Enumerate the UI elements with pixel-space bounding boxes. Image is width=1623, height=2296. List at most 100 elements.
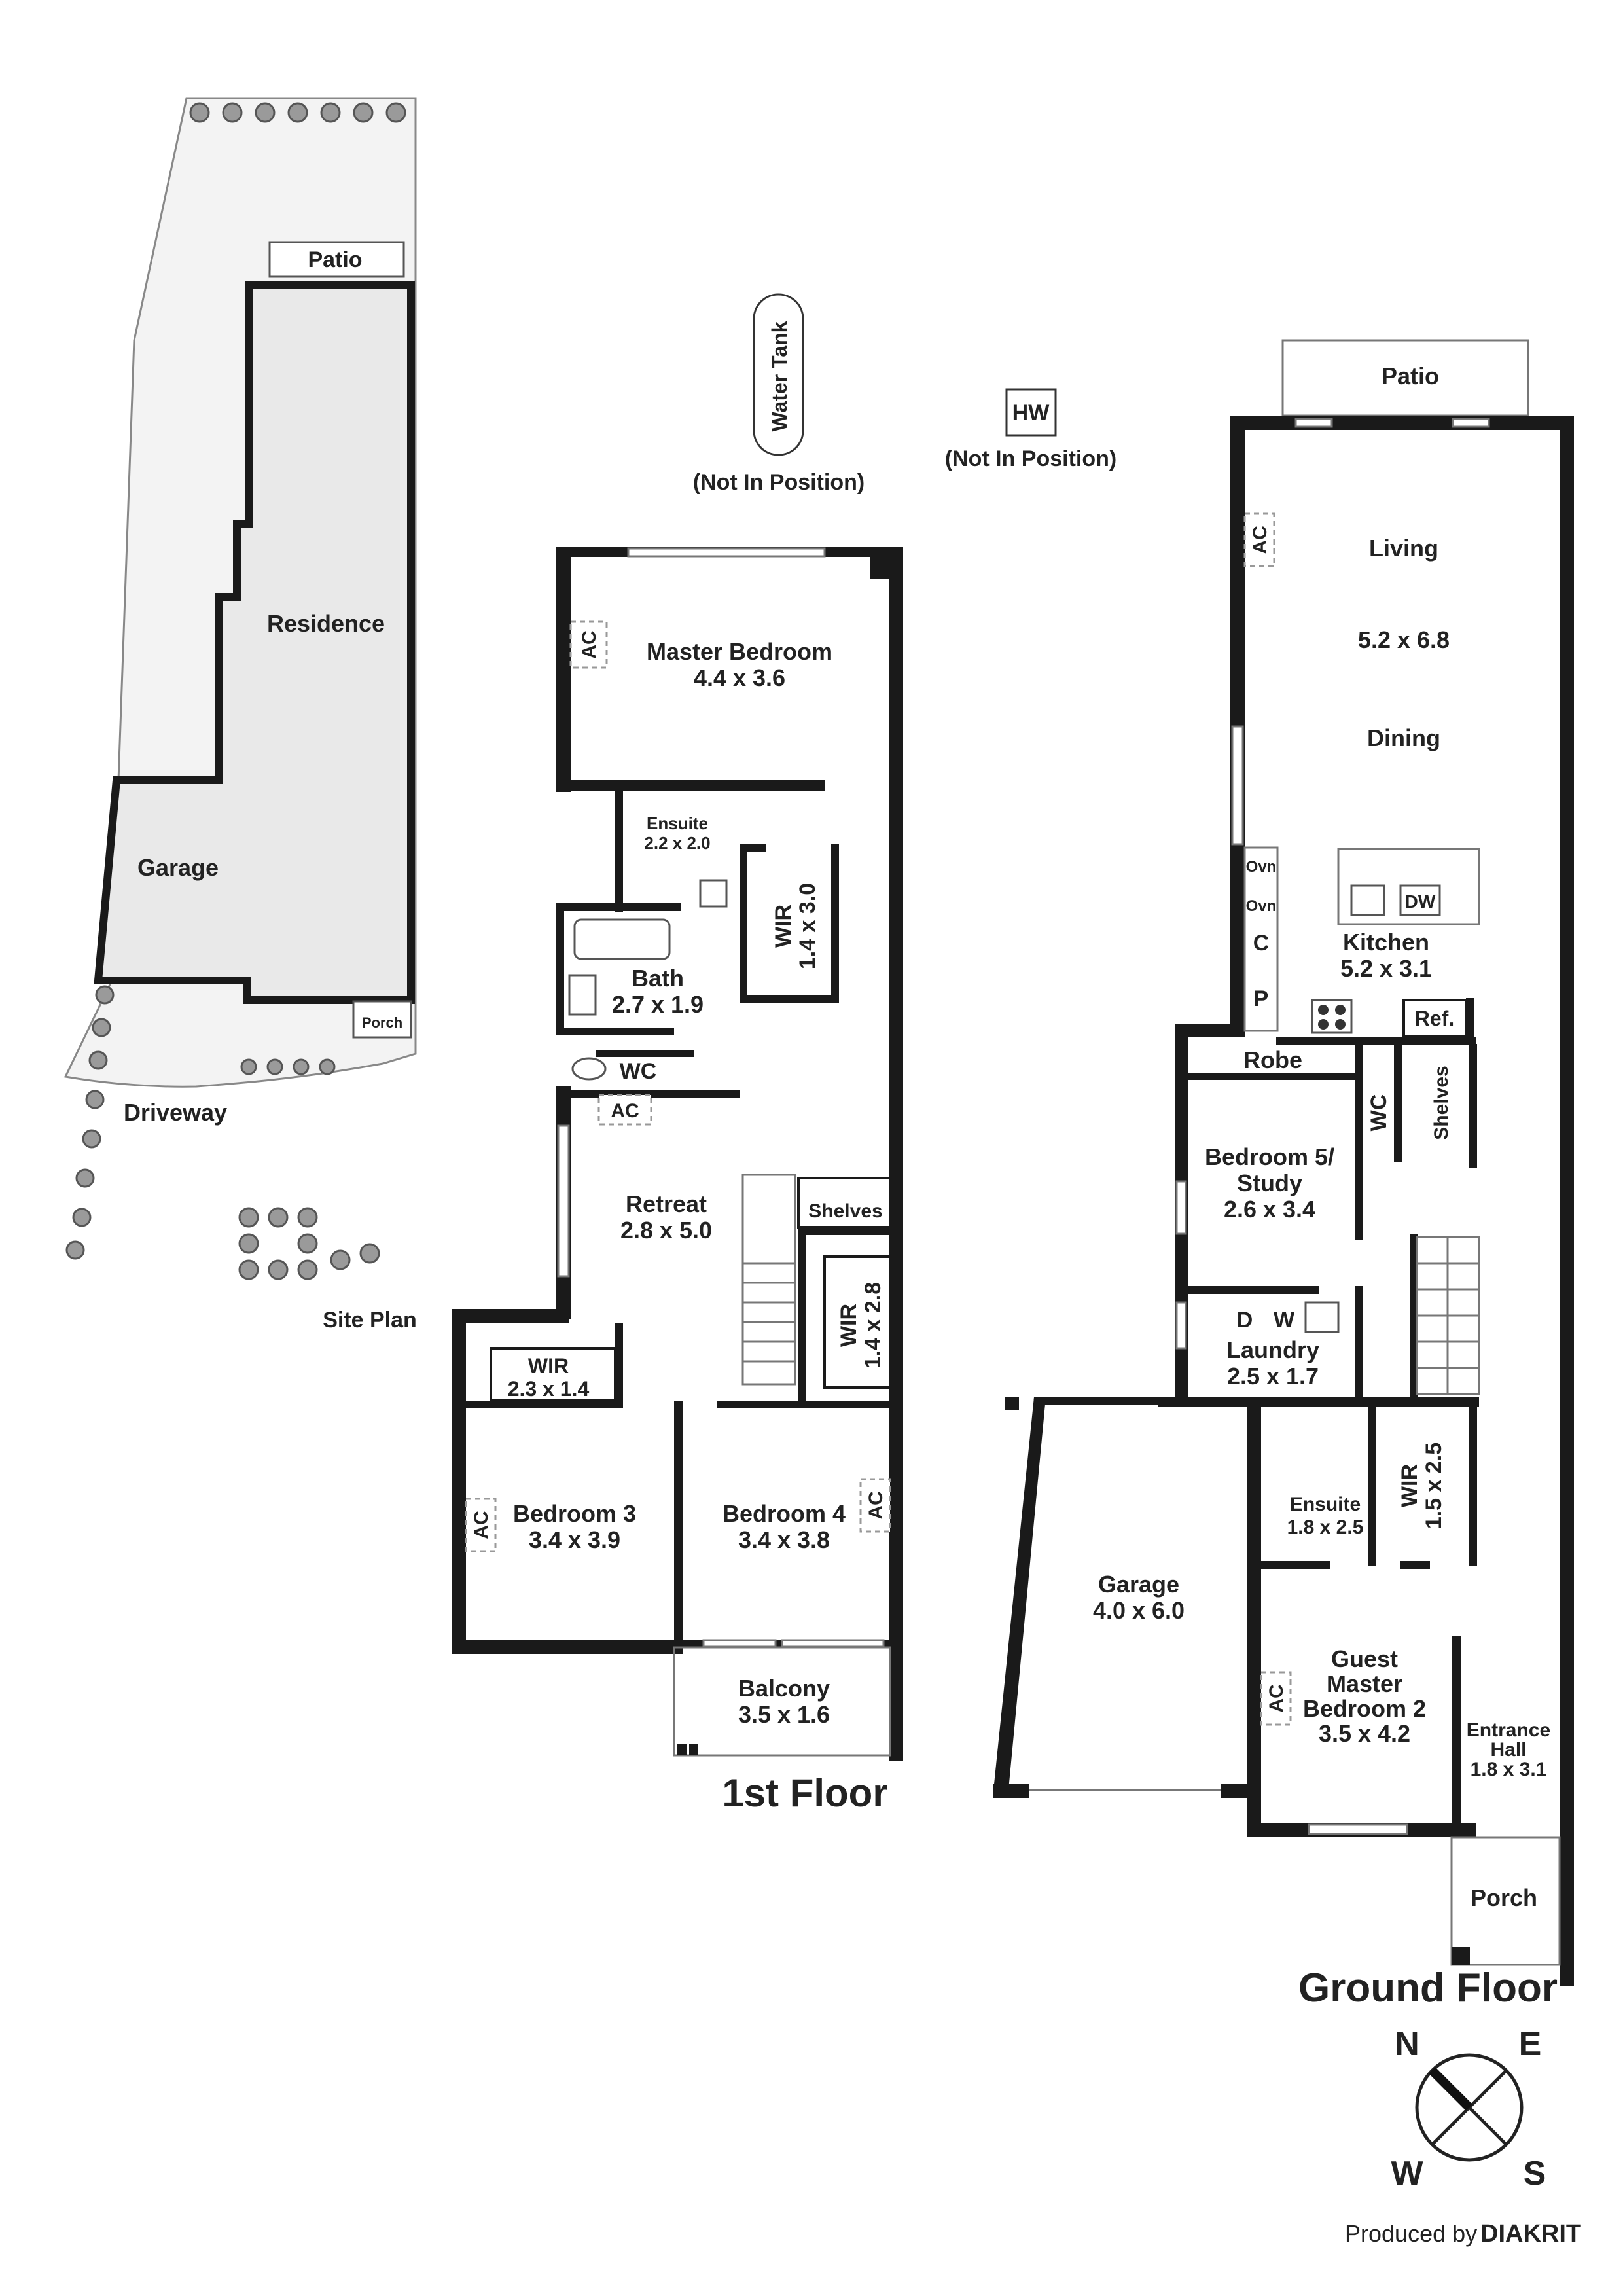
ff-ac-bed3-label: AC xyxy=(471,1511,492,1539)
gf-c-label: C xyxy=(1253,931,1270,956)
site-patio-label: Patio xyxy=(308,247,362,272)
gf-bedroom5-name2: Study xyxy=(1237,1170,1302,1196)
ff-ensuite-size: 2.2 x 2.0 xyxy=(644,833,710,853)
gf-wall-wc-right xyxy=(1394,1044,1402,1162)
ff-shelves-box xyxy=(797,1177,891,1229)
gf-wir-size: 1.5 x 2.5 xyxy=(1421,1443,1446,1529)
ff-balcony-size: 3.5 x 1.6 xyxy=(738,1701,830,1728)
gf-entrance-size: 1.8 x 3.1 xyxy=(1471,1759,1547,1780)
gf-wall-wir-right xyxy=(1469,1405,1477,1566)
credit-brand: DIAKRIT xyxy=(1480,2220,1581,2248)
site-residence-label: Residence xyxy=(267,610,385,637)
gf-ovn-label-2: Ovn xyxy=(1246,897,1277,915)
ff-ac-retreat-label: AC xyxy=(611,1100,639,1122)
ff-wall-hallwir-top xyxy=(798,1227,890,1235)
ff-wir-hall-size: 1.4 x 2.8 xyxy=(861,1282,885,1369)
ground-floor-plan: Patio xyxy=(993,339,1574,2011)
gf-kitchen-bench xyxy=(1243,846,1279,1032)
first-floor-title: 1st Floor xyxy=(722,1771,887,1815)
gf-porch-outline xyxy=(1450,1836,1561,1966)
site-porch-label: Porch xyxy=(362,1014,402,1031)
ff-wall-ensuite-bottom xyxy=(556,903,681,911)
gf-burner-1 xyxy=(1318,1005,1329,1015)
first-floor-plan: AC AC AC AC Master Bedroom 4.4 x 3.6 Ens… xyxy=(452,547,903,1815)
ff-balcony-post-2 xyxy=(689,1744,698,1755)
site-patio-box xyxy=(268,241,405,278)
gf-ac-guest: AC xyxy=(1260,1671,1292,1726)
residence-outline xyxy=(94,281,415,1004)
ff-ac-master: AC xyxy=(569,620,608,669)
water-tank-shape xyxy=(753,293,804,456)
gf-wall-shelves-right xyxy=(1469,1044,1477,1168)
ff-wall-left-lower xyxy=(452,1309,466,1653)
gf-kitchen-size: 5.2 x 3.1 xyxy=(1340,955,1432,982)
water-tank-label: Water Tank xyxy=(768,321,791,431)
ff-wir-master-size: 1.4 x 3.0 xyxy=(795,883,820,969)
ff-wall-wir-top xyxy=(740,844,766,852)
ff-wall-bottom-bed3 xyxy=(452,1640,681,1654)
ff-bath-vanity xyxy=(568,974,597,1016)
gf-window-patio-1 xyxy=(1294,418,1333,428)
gf-robe-name: Robe xyxy=(1243,1047,1302,1073)
ff-ac-bed3: AC xyxy=(465,1498,497,1552)
services: Water Tank (Not In Position) HW (Not In … xyxy=(693,293,1116,495)
ff-ensuite-vanity xyxy=(699,879,728,908)
ff-ac-bed4-label: AC xyxy=(865,1491,887,1519)
gf-laundry-sink xyxy=(1304,1301,1340,1333)
gf-ac-living-label: AC xyxy=(1249,526,1271,554)
gf-window-living-side xyxy=(1231,725,1244,846)
gf-wall-top xyxy=(1230,416,1574,430)
gf-guest-line2: Master xyxy=(1327,1670,1402,1697)
compass-s: S xyxy=(1524,2155,1546,2193)
gf-wall-guest-top xyxy=(1247,1397,1479,1407)
gf-ref-box xyxy=(1402,999,1467,1037)
gf-wall-kitchen-lower xyxy=(1276,1037,1476,1045)
ff-shelves-label: Shelves xyxy=(808,1200,882,1222)
hw-label: HW xyxy=(1012,401,1050,425)
gf-window-guest xyxy=(1308,1823,1408,1835)
ff-wall-left-upper xyxy=(556,547,571,792)
ff-balcony-name: Balcony xyxy=(738,1675,830,1702)
ff-wall-left-step xyxy=(452,1309,569,1323)
ff-wall-right xyxy=(889,547,903,1761)
gf-burner-2 xyxy=(1335,1005,1346,1015)
gf-wall-laundry-right xyxy=(1355,1286,1363,1404)
ff-bath-size: 2.7 x 1.9 xyxy=(612,991,704,1018)
ff-wall-wir-right xyxy=(831,844,839,1001)
gf-wall-garage-right xyxy=(1247,1397,1261,1836)
gf-cooktop xyxy=(1311,999,1353,1034)
gf-ovn-label-1: Ovn xyxy=(1246,858,1277,876)
gf-burner-4 xyxy=(1335,1019,1346,1030)
gf-window-bed5 xyxy=(1175,1180,1187,1235)
gf-ensuite-name: Ensuite xyxy=(1290,1494,1361,1515)
ff-master-bedroom-name: Master Bedroom xyxy=(647,638,832,665)
gf-wall-garage-top-right xyxy=(1158,1397,1247,1407)
gf-window-laundry xyxy=(1175,1301,1187,1350)
compass-needle-north xyxy=(1429,2067,1472,2111)
gf-wall-hall-left xyxy=(1452,1636,1461,1836)
ff-wall-master-bottom xyxy=(556,780,825,791)
ff-bath-name: Bath xyxy=(632,965,684,992)
gf-patio-label: Patio xyxy=(1382,363,1439,389)
gf-garage-size: 4.0 x 6.0 xyxy=(1093,1597,1185,1624)
site-plan-caption: Site Plan xyxy=(323,1308,417,1333)
gf-porch-post xyxy=(1452,1947,1470,1965)
ff-hallwir-inner xyxy=(823,1255,891,1389)
compass-n: N xyxy=(1395,2025,1419,2063)
gf-p-label: P xyxy=(1254,986,1269,1011)
gf-living-dining-size: 5.2 x 6.8 xyxy=(1358,626,1450,653)
ff-toilet xyxy=(571,1057,607,1081)
ff-ensuite-name: Ensuite xyxy=(647,814,708,833)
ff-bedroom4-size: 3.4 x 3.8 xyxy=(738,1526,830,1553)
gf-wall-garage-bottom-left xyxy=(993,1784,1029,1798)
gf-d-label: D xyxy=(1237,1308,1253,1333)
ff-wall-corner-tr xyxy=(870,547,903,579)
ff-wall-bed4-top xyxy=(717,1401,890,1408)
hw-box xyxy=(1005,388,1057,437)
site-garage-label: Garage xyxy=(137,854,219,881)
gf-dining-name: Dining xyxy=(1367,725,1440,751)
gf-bedroom5-name: Bedroom 5/ xyxy=(1205,1143,1334,1170)
ff-retreat-name: Retreat xyxy=(626,1191,707,1217)
ff-wall-bed3-4-divider xyxy=(674,1401,683,1654)
